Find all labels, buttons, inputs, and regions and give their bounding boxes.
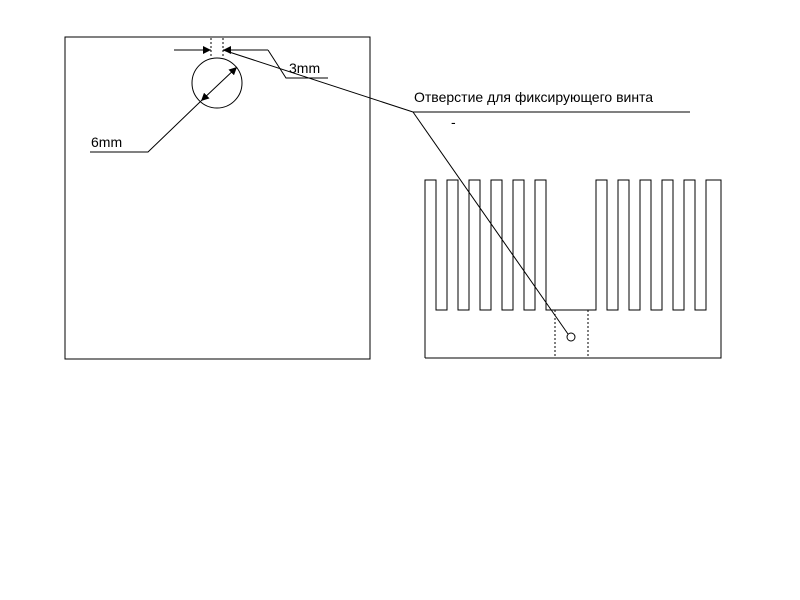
dim-3mm-leader bbox=[267, 49, 328, 79]
hole-circle bbox=[191, 57, 243, 109]
leader-label-to-hole bbox=[412, 111, 569, 335]
leader-plate-to-label bbox=[222, 49, 414, 113]
dim-6mm-leader bbox=[90, 100, 202, 153]
label-6mm: 6mm bbox=[91, 134, 122, 150]
label-screw-hole: Отверстие для фиксирующего винта bbox=[414, 89, 653, 105]
screw-hole-circle bbox=[566, 332, 576, 342]
heatsink-profile bbox=[424, 179, 722, 359]
label-3mm: 3mm bbox=[289, 60, 320, 76]
dim-6mm-arrow bbox=[200, 66, 238, 102]
plate-outline bbox=[64, 36, 371, 360]
label-dash-mark: - bbox=[451, 114, 456, 130]
